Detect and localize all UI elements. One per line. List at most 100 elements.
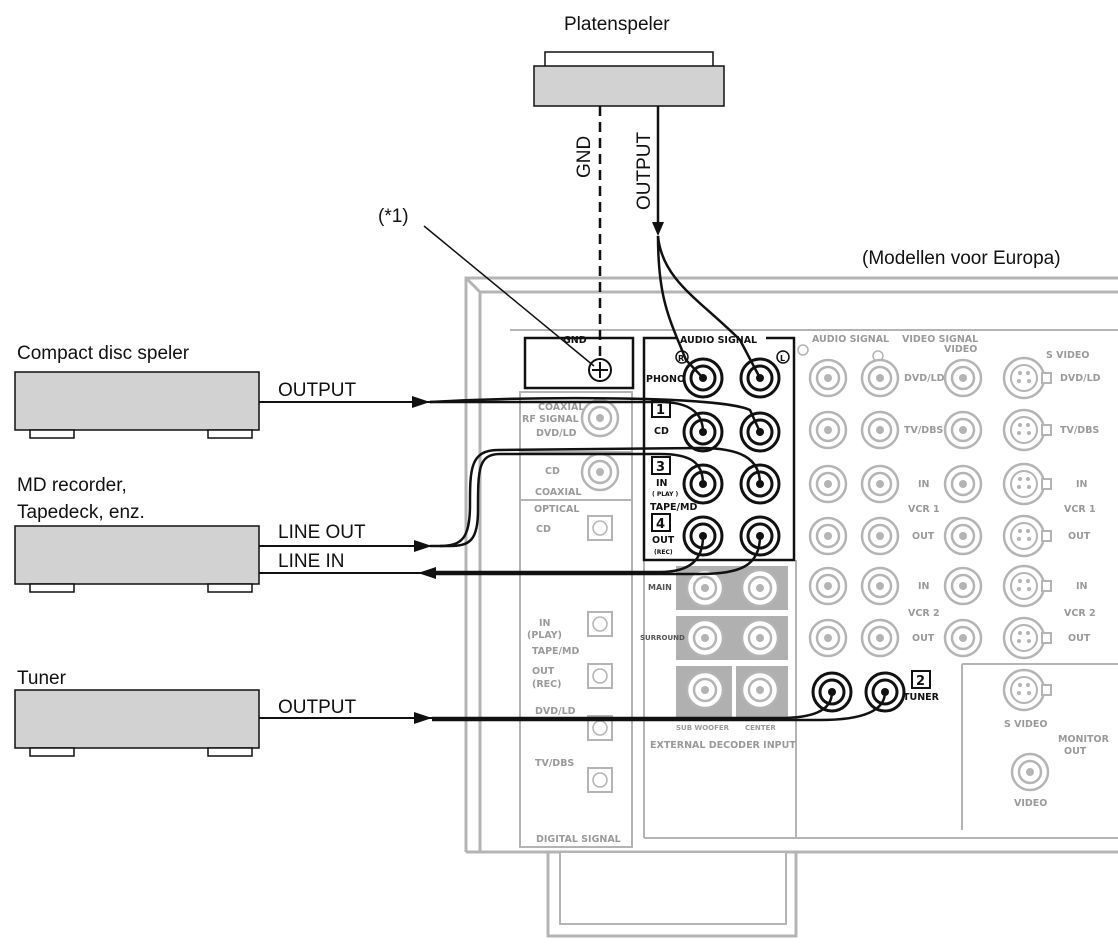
tape-in-label: IN — [656, 478, 668, 489]
cd-label: CD — [654, 426, 669, 437]
rca-jack — [943, 410, 983, 450]
rca-jack — [808, 618, 848, 658]
panel-label: VIDEO — [1014, 798, 1047, 809]
tuner-label: Tuner — [17, 668, 67, 689]
panel-label: VCR 2 — [908, 608, 940, 619]
panel-label: DVD/LD — [904, 373, 945, 384]
panel-label: OUT — [1068, 531, 1091, 542]
rca-jack — [1010, 752, 1050, 792]
panel-label: VIDEO SIGNAL — [902, 334, 978, 345]
rca-jack — [943, 516, 983, 556]
line-in-cable-r — [430, 535, 705, 574]
panel-label: S VIDEO — [1004, 719, 1048, 730]
line-out-cable-l — [439, 446, 762, 548]
panel-label: OUT — [912, 531, 935, 542]
panel-label: TUNER — [903, 692, 940, 703]
panel-label: VCR 1 — [1064, 504, 1096, 515]
panel-label: CENTER — [745, 724, 776, 732]
tape-rec-label: (REC) — [654, 549, 673, 556]
note-label: (*1) — [378, 206, 409, 227]
panel-label: IN — [1076, 479, 1088, 490]
note-leader-line — [423, 225, 595, 367]
s-video-jack — [1002, 616, 1053, 660]
rca-jack — [740, 618, 780, 658]
rca-jack — [808, 566, 848, 606]
optical-jack — [587, 767, 613, 793]
panel-label: OUT — [1064, 746, 1087, 757]
panel-label: S VIDEO — [1046, 350, 1090, 361]
tuner-device — [14, 689, 260, 757]
line-out-cable-r — [430, 452, 705, 548]
panel-label: CD — [536, 524, 551, 535]
tuner-l-cable — [432, 691, 887, 722]
rca-jack — [808, 410, 848, 450]
cd-l-cable — [429, 396, 762, 433]
video-section: AUDIO SIGNAL VIDEO SIGNAL VIDEO S VIDEO … — [797, 332, 1110, 809]
panel-label: VIDEO — [944, 344, 977, 355]
panel-label: OUT — [912, 633, 935, 644]
md-recorder-device — [14, 525, 260, 593]
panel-label: IN — [918, 479, 930, 490]
panel-label: OUT — [1068, 633, 1091, 644]
s-video-jack — [1002, 514, 1053, 558]
rca-jack — [740, 568, 780, 608]
rca-jack — [808, 358, 848, 398]
panel-label: VCR 2 — [1064, 608, 1096, 619]
panel-label: OUT — [532, 666, 555, 677]
s-video-jack — [1002, 668, 1053, 712]
panel-label: IN — [918, 581, 930, 592]
panel-label: MAIN — [648, 583, 672, 592]
panel-label: AUDIO SIGNAL — [812, 334, 889, 345]
panel-grid-lines — [519, 391, 1118, 848]
s-video-jack — [1002, 408, 1053, 452]
panel-label: 2 — [916, 674, 925, 689]
tape-md-label: TAPE/MD — [650, 502, 697, 513]
line-in-cable-l — [430, 535, 762, 576]
optical-jack — [587, 515, 613, 541]
phono-label: PHONO — [646, 374, 685, 385]
gnd-terminal-box: GND — [523, 335, 635, 390]
rca-jack — [943, 566, 983, 606]
cd-r-cable — [430, 400, 705, 433]
output-wire-label: OUTPUT — [634, 132, 655, 211]
tuner-r-cable — [432, 691, 834, 720]
digital-signal-section: COAXIAL RF SIGNAL DVD/LD CD COAXIAL OPTI… — [522, 398, 621, 845]
receiver-chassis — [464, 276, 1118, 938]
panel-label: COAXIAL — [538, 402, 584, 413]
rca-jack — [860, 566, 900, 606]
external-decoder-section: MAIN SURROUND SUB WOOFER CENTER EXTERNAL… — [640, 566, 796, 751]
rca-jack — [943, 358, 983, 398]
cd-number: 1 — [656, 403, 665, 418]
panel-label: (REC) — [532, 679, 561, 690]
r-label: R — [678, 354, 684, 363]
panel-label: MONITOR — [1058, 734, 1110, 745]
phono-l-cable — [656, 235, 762, 379]
cd-output-label: OUTPUT — [278, 380, 357, 401]
rca-jack — [685, 618, 725, 658]
region-label: (Modellen voor Europa) — [862, 248, 1061, 269]
optical-jack — [587, 611, 613, 637]
rca-jack — [943, 618, 983, 658]
panel-label: DVD/LD — [535, 706, 576, 717]
s-video-jack — [1002, 356, 1053, 400]
rca-jack — [685, 670, 725, 710]
rca-jack — [943, 464, 983, 504]
panel-label: OPTICAL — [534, 504, 579, 515]
md-line-out-label: LINE OUT — [278, 522, 366, 543]
panel-label: SUB WOOFER — [676, 724, 730, 732]
panel-label: SURROUND — [640, 634, 685, 642]
rca-jack — [860, 618, 900, 658]
panel-label: IN — [539, 618, 551, 629]
rca-jack — [860, 410, 900, 450]
md-label-line1: MD recorder, — [17, 475, 127, 496]
tuner-panel-label: 2 TUNER — [903, 670, 940, 703]
l-label: L — [780, 354, 785, 363]
rca-jack — [685, 568, 725, 608]
rca-jack — [740, 670, 780, 710]
panel-label: CD — [545, 466, 560, 477]
panel-label: DVD/LD — [536, 428, 577, 439]
panel-label: IN — [1076, 581, 1088, 592]
panel-label: TV/DBS — [1060, 425, 1099, 436]
tape-out-number: 4 — [656, 517, 665, 532]
